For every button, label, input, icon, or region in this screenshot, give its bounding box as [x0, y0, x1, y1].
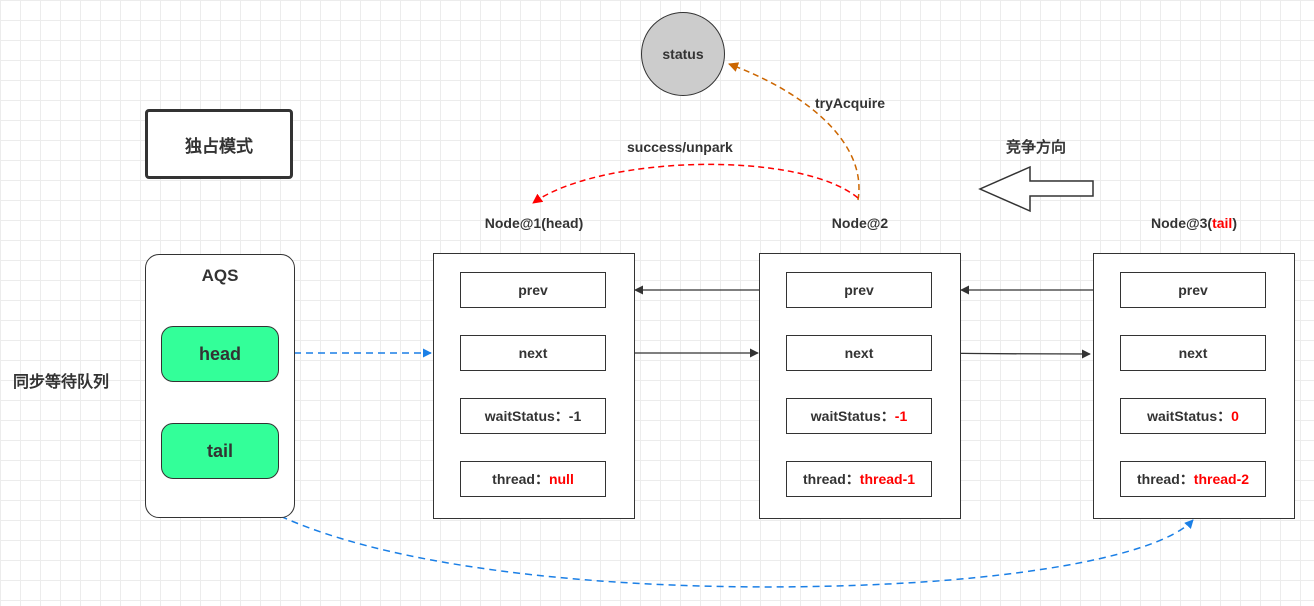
exclusive-mode-label: 独占模式 — [185, 136, 253, 156]
node1-prev-field: prev — [460, 272, 606, 308]
status-circle: status — [641, 12, 725, 96]
competition-direction-label: 竞争方向 — [1006, 139, 1067, 156]
node1-next-field: next — [460, 335, 606, 371]
node2-next-field: next — [786, 335, 932, 371]
sync-queue-label: 同步等待队列 — [13, 374, 110, 391]
node2-prev-field: prev — [786, 272, 932, 308]
node2-thread-field: thread：thread-1 — [786, 461, 932, 497]
node2-waitstatus-field: waitStatus：-1 — [786, 398, 932, 434]
aqs-tail-field: tail — [161, 423, 279, 479]
node1-waitstatus-field: waitStatus：-1 — [460, 398, 606, 434]
aqs-head-label: head — [198, 343, 241, 364]
node3-prev-field: prev — [1120, 272, 1266, 308]
direction-arrow-icon — [978, 165, 1094, 213]
exclusive-mode-box: 独占模式 — [145, 109, 293, 179]
success-unpark-label: success/unpark — [627, 139, 733, 155]
try-acquire-label: tryAcquire — [815, 95, 886, 111]
tail-pointer-arrow — [219, 477, 1194, 588]
node3-title: Node@3(tail) — [1150, 215, 1237, 231]
success-unpark-arrow — [532, 163, 859, 204]
node3-next-field: next — [1120, 335, 1266, 371]
node3-waitstatus-field: waitStatus：0 — [1120, 398, 1266, 434]
aqs-tail-label: tail — [206, 440, 233, 461]
status-label: status — [662, 46, 704, 62]
aqs-head-field: head — [161, 326, 279, 382]
node1-title: Node@1(head) — [484, 215, 584, 231]
node3-thread-field: thread：thread-2 — [1120, 461, 1266, 497]
try-acquire-arrow — [728, 62, 860, 201]
node1-thread-field: thread：null — [460, 461, 606, 497]
node2-title: Node@2 — [831, 215, 889, 231]
aqs-title: AQS — [201, 266, 239, 285]
